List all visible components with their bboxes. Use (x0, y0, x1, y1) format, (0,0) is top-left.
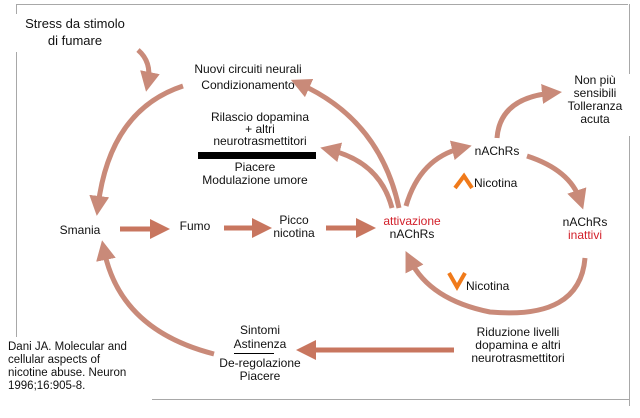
label-nicotina-up: Nicotina (474, 176, 518, 190)
node-rilascio-3: neurotrasmettitori (213, 134, 307, 148)
arrow-attivazione-nachrs (403, 140, 472, 207)
frame-right (629, 136, 630, 406)
arrow-attivazione-rilascio (320, 142, 395, 209)
arrow-condizionamento-smania (89, 83, 184, 216)
node-piacere-2: Modulazione umore (202, 173, 308, 187)
nicotine-up-icon (453, 172, 474, 190)
title-line-2: di fumare (47, 33, 103, 48)
node-rilascio-2: + altri (245, 122, 275, 136)
node-attivazione-2: nAChRs (389, 227, 435, 241)
node-nachrs-top: nAChRs (474, 144, 520, 158)
node-picco-1: Picco (279, 213, 309, 227)
node-non-piu-4: acuta (580, 112, 610, 126)
arrow-stress (136, 48, 160, 92)
node-riduzione-2: dopamina e altri (475, 338, 561, 352)
node-non-piu-2: sensibili (573, 86, 617, 100)
reference-line-3: nicotine abuse. Neuron (8, 367, 127, 379)
frame-left-top (16, 4, 17, 14)
reference-line-2: cellular aspects of (8, 354, 101, 366)
node-rilascio-1: Rilascio dopamina (210, 110, 310, 124)
arrow-inattivi-attivazione (405, 251, 588, 316)
node-fumo: Fumo (179, 219, 211, 233)
arrow-attivazione-circuiti (290, 78, 402, 209)
arrow-nachrs-tolleranza (494, 84, 562, 139)
reference-line-4: 1996;16:905-8. (8, 380, 86, 392)
node-sintomi-2: Astinenza (233, 337, 287, 351)
frame-top (16, 4, 628, 5)
node-nuovi-circuiti-2: Condizionamento (201, 78, 295, 92)
node-deregolazione-1: De-regolazione (219, 356, 301, 370)
title-line-1: Stress da stimolo (25, 16, 125, 31)
frame-left (16, 52, 17, 337)
node-picco-2: nicotina (273, 226, 315, 240)
node-attivazione-1: attivazione (383, 214, 441, 228)
node-sintomi-1: Sintomi (239, 323, 280, 337)
node-non-piu-3: Tolleranza (567, 99, 623, 113)
node-nuovi-circuiti-1: Nuovi circuiti neurali (194, 62, 302, 76)
node-deregolazione-2: Piacere (239, 369, 281, 383)
label-nicotina-down: Nicotina (466, 279, 510, 293)
node-riduzione-3: neurotrasmettitori (471, 351, 565, 365)
nicotine-down-icon (447, 272, 467, 292)
node-nachrs-inattivi-2: inattivi (567, 228, 602, 242)
frame-right-top (629, 4, 630, 74)
node-nachrs-inattivi-1: nAChRs (562, 215, 608, 229)
reference-line-1: Dani JA. Molecular and (8, 341, 127, 353)
node-piacere-1: Piacere (234, 160, 276, 174)
node-smania: Smania (59, 223, 101, 237)
node-riduzione-1: Riduzione livelli (476, 325, 560, 339)
arrow-nachrs-inattivi (526, 153, 587, 210)
sintomi-separator (234, 353, 274, 354)
separator-bar (198, 152, 316, 159)
node-non-piu-1: Non più (574, 73, 616, 87)
frame-bottom (152, 399, 630, 400)
arrow-sintomi-smania (96, 240, 215, 357)
